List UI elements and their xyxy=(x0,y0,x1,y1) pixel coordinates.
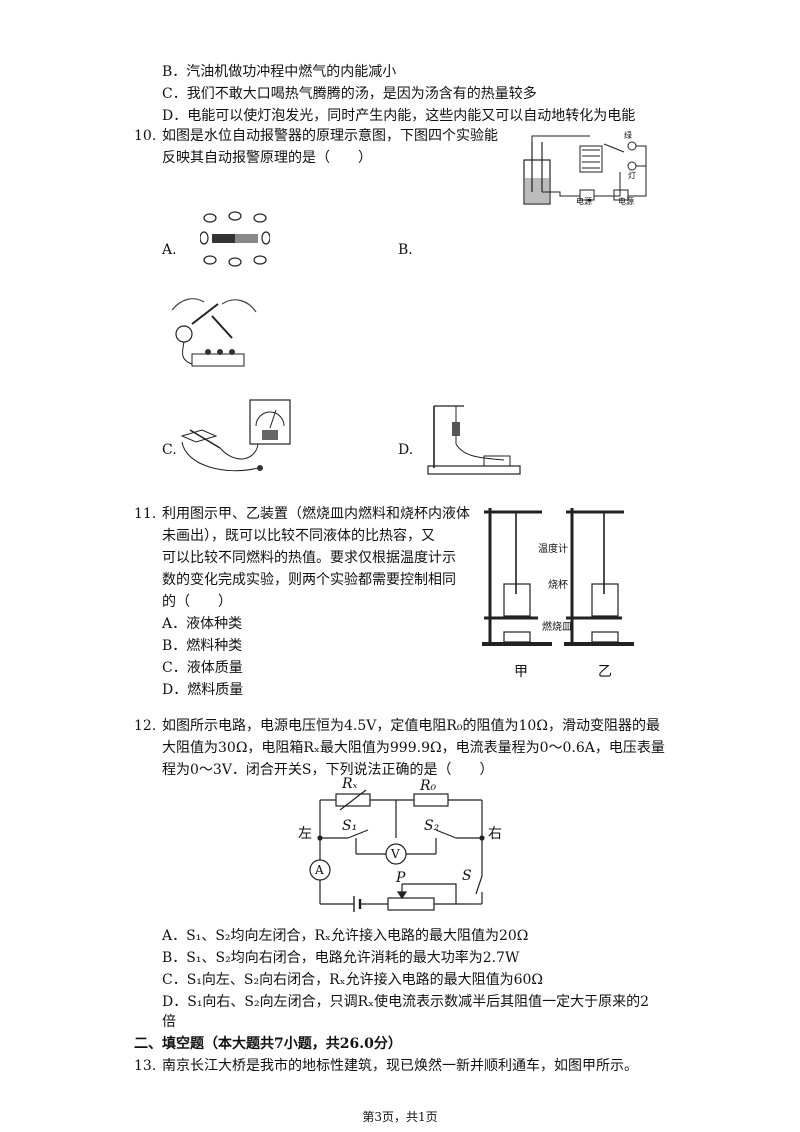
q11-stem-line5: 的（ ） xyxy=(162,594,232,610)
q11-stem-line4: 数的变化完成实验，则两个实验都需要控制相同 xyxy=(162,572,456,588)
q13-number: 13. xyxy=(134,1058,157,1074)
q10-number: 10. xyxy=(134,128,157,144)
q12-fig-rx: Rₓ xyxy=(342,776,358,792)
q10-fig-lamp-red: 灯 xyxy=(628,171,636,180)
q11-option-d: D．燃料质量 xyxy=(162,682,244,698)
q12-option-d-line1: D．S₁向右、S₂向左闭合，只调Rₓ使电流表示数减半后其阻值一定大于原来的2 xyxy=(162,994,650,1010)
q10-fig-source1: 电源 xyxy=(576,197,592,206)
q10-fig-source2: 电源 xyxy=(618,197,634,206)
q12-circuit-figure: Rₓ R₀ 左 右 S₁ S₂ A V P S xyxy=(296,776,506,920)
q12-stem-line2: 大阻值为30Ω，电阻箱Rₓ最大阻值为999.9Ω，电流表量程为0～0.6A，电压… xyxy=(162,740,665,756)
q12-fig-right: 右 xyxy=(488,826,502,842)
q10-option-d-figure xyxy=(424,402,524,478)
q11-fig-thermometer: 温度计 xyxy=(538,544,568,555)
q11-fig-dish: 燃烧皿 xyxy=(542,622,572,633)
q11-stem-line2: 未画出），既可以比较不同液体的比热容，又 xyxy=(162,528,435,544)
q12-fig-s1: S₁ xyxy=(342,818,358,834)
q10-option-b-label: B. xyxy=(398,242,413,258)
q9-option-d: D．电能可以使灯泡发光，同时产生内能，这些内能又可以自动地转化为电能 xyxy=(162,108,636,124)
q11-stem-line3: 可以比较不同燃料的热值。要求仅根据温度计示 xyxy=(162,550,456,566)
q12-fig-s: S xyxy=(462,868,472,884)
q12-fig-s2: S₂ xyxy=(424,818,440,834)
q12-option-b: B．S₁、S₂均向右闭合，电路允许消耗的最大功率为2.7W xyxy=(162,950,520,966)
q11-option-a: A．液体种类 xyxy=(162,616,243,632)
q10-stem-line1: 如图是水位自动报警器的原理示意图，下图四个实验能 xyxy=(162,128,498,144)
q10-option-a-figure xyxy=(199,208,271,270)
q10-alarm-figure: 绿 灯 电源 电源 xyxy=(520,131,652,212)
q12-fig-r0: R₀ xyxy=(420,778,437,794)
q11-apparatus-figure: 温度计 烧杯 燃烧皿 甲 乙 xyxy=(480,500,640,690)
q10-option-c-figure xyxy=(176,396,296,482)
q12-fig-p: P xyxy=(396,870,406,886)
q12-stem-line1: 如图所示电路，电源电压恒为4.5V，定值电阻R₀的阻值为10Ω，滑动变阻器的最 xyxy=(162,718,660,734)
q10-stem-line2: 反映其自动报警原理的是（ ） xyxy=(162,150,372,166)
q12-number: 12. xyxy=(134,718,157,734)
q12-option-a: A．S₁、S₂均向左闭合，Rₓ允许接入电路的最大阻值为20Ω xyxy=(162,928,529,944)
q12-fig-left: 左 xyxy=(298,826,312,842)
q10-option-a-label: A. xyxy=(162,242,177,258)
q10-option-b-figure xyxy=(162,290,262,374)
q12-option-c: C．S₁向左、S₂向右闭合，Rₓ允许接入电路的最大阻值为60Ω xyxy=(162,972,544,988)
q11-option-b: B．燃料种类 xyxy=(162,638,243,654)
q11-fig-jia: 甲 xyxy=(514,664,528,680)
section-heading-fill-blank: 二、填空题（本大题共7小题，共26.0分） xyxy=(134,1036,402,1052)
q12-fig-voltmeter: V xyxy=(391,847,400,861)
q12-fig-ammeter: A xyxy=(315,863,324,877)
q11-number: 11. xyxy=(134,506,157,522)
q11-fig-beaker: 烧杯 xyxy=(548,580,568,591)
q10-option-d-label: D. xyxy=(398,442,414,458)
q11-stem-line1: 利用图示甲、乙装置（燃烧皿内燃料和烧杯内液体 xyxy=(162,506,470,522)
q10-fig-lamp-green: 绿 xyxy=(624,131,632,140)
page-footer: 第3页，共1页 xyxy=(362,1110,438,1124)
q10-option-c-label: C. xyxy=(162,442,177,458)
q11-fig-yi: 乙 xyxy=(598,664,612,680)
q9-option-c: C．我们不敢大口喝热气腾腾的汤，是因为汤含有的热量较多 xyxy=(162,86,537,102)
q12-option-d-line2: 倍 xyxy=(162,1014,176,1030)
q12-stem-line3: 程为0～3V．闭合开关S，下列说法正确的是（ ） xyxy=(162,762,494,778)
q13-stem-line1: 南京长江大桥是我市的地标性建筑，现已焕然一新并顺利通车，如图甲所示。 xyxy=(162,1058,638,1074)
q11-option-c: C．液体质量 xyxy=(162,660,243,676)
q9-option-b: B．汽油机做功冲程中燃气的内能减小 xyxy=(162,64,397,80)
